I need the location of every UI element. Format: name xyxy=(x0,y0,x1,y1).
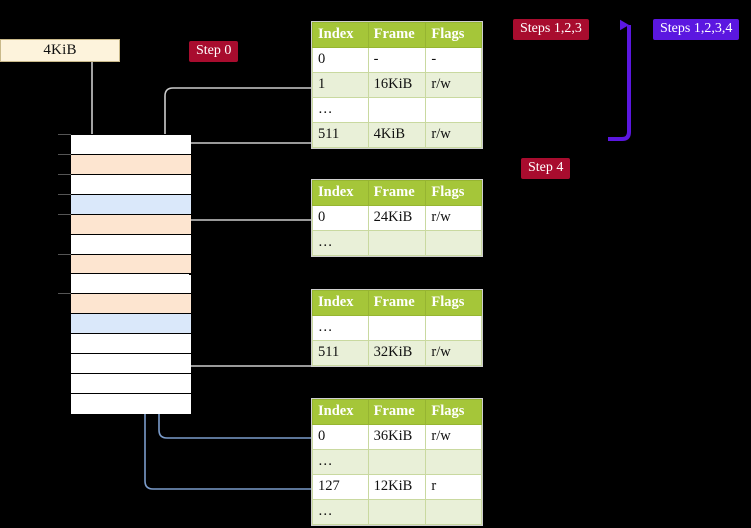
memory-tick-mark xyxy=(58,173,71,175)
column-header-frame: Frame xyxy=(367,22,427,48)
cell-frame xyxy=(367,97,427,123)
table-row: … xyxy=(312,449,482,475)
cell-flags xyxy=(425,97,482,123)
memory-frame-row xyxy=(71,294,191,315)
cell-index: 1 xyxy=(312,72,369,98)
memory-frame-row xyxy=(71,174,191,195)
column-header-flags: Flags xyxy=(425,180,482,206)
memory-frame-row xyxy=(71,274,191,295)
column-header-flags: Flags xyxy=(425,290,482,316)
memory-frame-row xyxy=(71,194,191,215)
memory-frame-row xyxy=(71,154,191,175)
cell-flags: r/w xyxy=(425,205,482,231)
cell-index: 511 xyxy=(312,340,369,366)
memory-frame-row xyxy=(71,234,191,255)
cell-frame: 32KiB xyxy=(367,340,427,366)
cell-index: … xyxy=(312,230,369,256)
table-row: … xyxy=(312,315,482,341)
badge-step-0: Step 0 xyxy=(189,41,239,62)
cell-index: … xyxy=(312,449,369,475)
column-header-flags: Flags xyxy=(425,399,482,425)
memory-frame-row xyxy=(71,314,191,335)
wire-cycle-arrow xyxy=(608,19,631,141)
cell-index: 0 xyxy=(312,205,369,231)
memory-frame-row xyxy=(71,354,191,375)
cell-index: … xyxy=(312,315,369,341)
table-row: … xyxy=(312,499,482,525)
cell-flags xyxy=(425,499,482,525)
memory-frame-row xyxy=(71,135,191,155)
badge-step-4: Step 4 xyxy=(521,158,571,179)
cell-index: 0 xyxy=(312,47,369,73)
cell-index: … xyxy=(312,499,369,525)
cell-flags: r/w xyxy=(425,424,482,450)
cell-frame: 4KiB xyxy=(367,122,427,148)
memory-frame-row xyxy=(71,214,191,235)
memory-tick-mark xyxy=(58,153,71,155)
cell-frame: - xyxy=(367,47,427,73)
cell-frame xyxy=(367,315,427,341)
cell-index: 511 xyxy=(312,122,369,148)
badge-steps-1-2-3-4: Steps 1,2,3,4 xyxy=(653,19,740,40)
memory-frame-row xyxy=(71,394,191,414)
memory-tick-mark xyxy=(58,293,71,295)
memory-tick-mark xyxy=(58,193,71,195)
memory-tick-mark xyxy=(58,213,71,215)
column-header-flags: Flags xyxy=(425,22,482,48)
column-header-frame: Frame xyxy=(367,290,427,316)
cell-flags: r/w xyxy=(425,122,482,148)
column-header-index: Index xyxy=(312,399,369,425)
physical-memory-column xyxy=(70,134,191,414)
column-header-index: Index xyxy=(312,180,369,206)
cell-flags: r/w xyxy=(425,340,482,366)
column-header-index: Index xyxy=(312,290,369,316)
cell-flags: r/w xyxy=(425,72,482,98)
cell-flags xyxy=(425,449,482,475)
column-header-frame: Frame xyxy=(367,399,427,425)
cell-flags: - xyxy=(425,47,482,73)
cell-flags xyxy=(425,315,482,341)
cell-frame: 36KiB xyxy=(367,424,427,450)
badge-steps-1-2-3: Steps 1,2,3 xyxy=(513,19,589,40)
cell-frame xyxy=(367,449,427,475)
cell-frame: 16KiB xyxy=(367,72,427,98)
table-row: 0-- xyxy=(312,47,482,73)
cell-frame: 12KiB xyxy=(367,474,427,500)
memory-tick-mark xyxy=(58,134,71,135)
memory-frame-row xyxy=(71,374,191,395)
cell-flags xyxy=(425,230,482,256)
column-header-index: Index xyxy=(312,22,369,48)
cell-frame xyxy=(367,499,427,525)
memory-frame-row xyxy=(71,334,191,355)
wire-t1-row0-to-memory xyxy=(178,219,311,252)
memory-size-label: 4KiB xyxy=(0,39,120,62)
wire-t0-row511-to-memory xyxy=(178,142,311,159)
cell-index: … xyxy=(312,97,369,123)
memory-frame-row xyxy=(71,254,191,275)
column-header-frame: Frame xyxy=(367,180,427,206)
cell-frame: 24KiB xyxy=(367,205,427,231)
cell-flags: r xyxy=(425,474,482,500)
cell-index: 127 xyxy=(312,474,369,500)
table-row: … xyxy=(312,97,482,123)
wire-t2-row511-to-memory xyxy=(172,316,311,367)
cell-frame xyxy=(367,230,427,256)
table-row: … xyxy=(312,230,482,256)
cell-index: 0 xyxy=(312,424,369,450)
memory-tick-mark xyxy=(58,253,71,255)
